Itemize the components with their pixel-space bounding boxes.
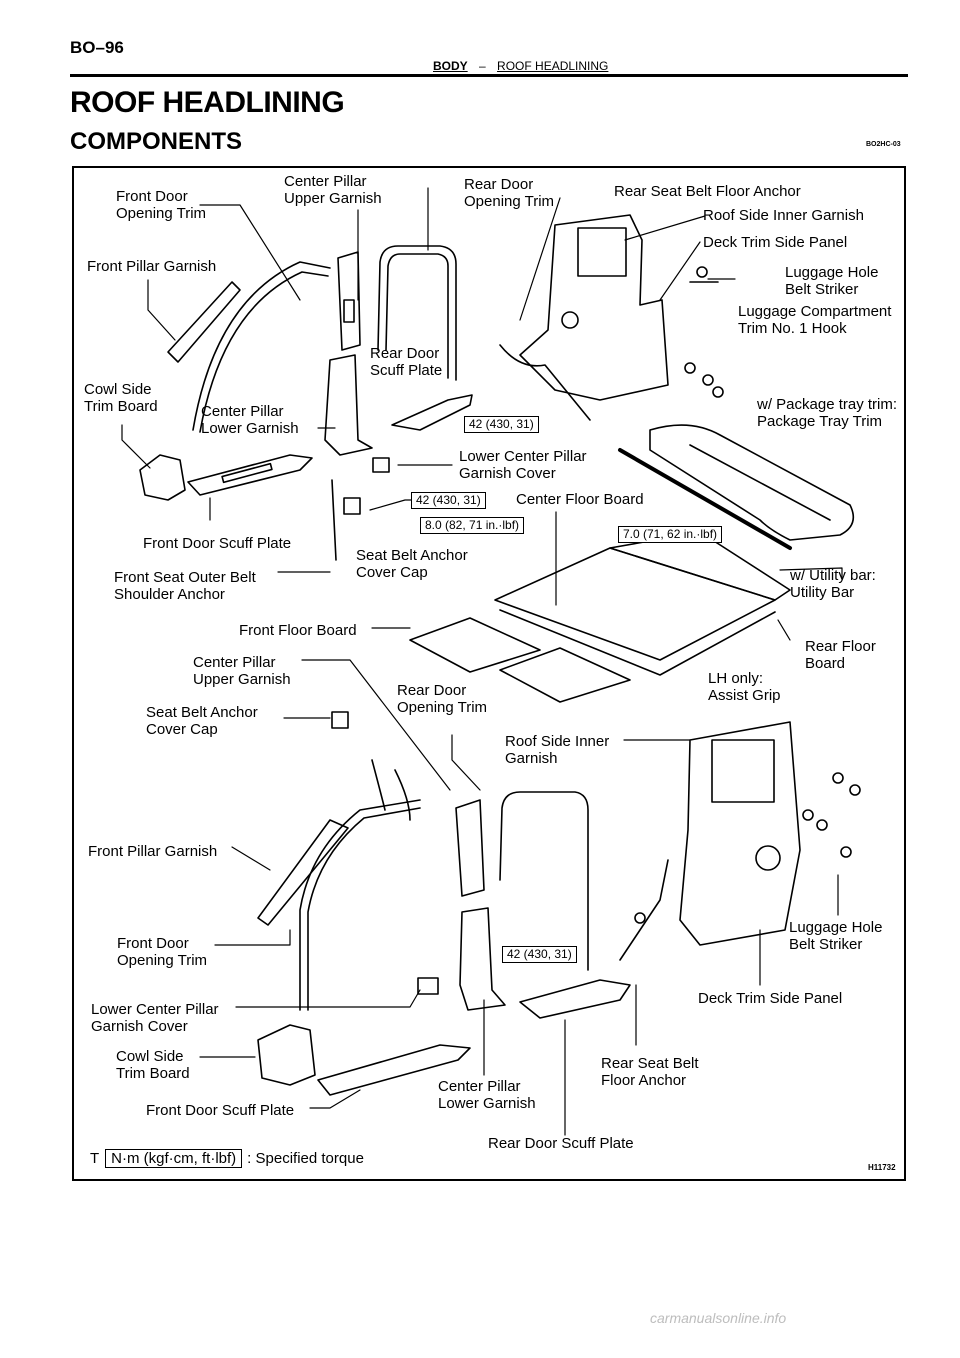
label-front-pillar-garnish-bottom: Front Pillar Garnish: [88, 843, 218, 860]
front-door-opening-trim-shape-top: [192, 261, 331, 431]
deck-trim-side-panel-shape-top: [519, 214, 669, 401]
label-front-pillar-garnish-top: Front Pillar Garnish: [87, 258, 217, 275]
front-pillar-garnish-shape-top: [167, 281, 241, 363]
package-tray-trim-shape: [649, 424, 855, 541]
watermark: carmanualsonline.info: [650, 1310, 787, 1326]
front-floor-board-shape: [409, 617, 541, 673]
rear-seat-belt-shape-top: [499, 344, 591, 421]
rear-door-opening-trim-shape-bottom: [499, 791, 589, 971]
label-assist-grip: LH only:Assist Grip: [708, 670, 781, 704]
label-package-tray-trim: w/ Package tray trim:Package Tray Trim: [757, 396, 898, 430]
front-pillar-garnish-shape-bottom: [257, 819, 349, 926]
label-front-floor-board: Front Floor Board: [239, 622, 357, 639]
torque-spec-3: 8.0 (82, 71 in.·lbf): [420, 517, 525, 534]
center-floor-board-shape: [494, 547, 776, 661]
rear-door-scuff-plate-shape-top: [391, 394, 473, 431]
cowl-side-trim-board-shape-top: [139, 454, 186, 501]
rear-door-scuff-plate-shape-bottom: [519, 979, 631, 1019]
figure-code: H11732: [868, 1163, 896, 1172]
torque-legend: T N·m (kgf·cm, ft·lbf): Specified torque: [90, 1149, 364, 1168]
seat-belt-anchor-cover-cap-shape-bottom: [331, 711, 349, 729]
label-deck-trim-side-panel-top: Deck Trim Side Panel: [703, 234, 848, 251]
torque-spec-1: 42 (430, 31): [464, 416, 539, 433]
running-header-section: BODY: [433, 59, 468, 73]
page-title: ROOF HEADLINING: [70, 86, 345, 119]
center-pillar-lower-garnish-shape-bottom: [459, 907, 506, 1011]
front-seat-belt-shape: [331, 479, 337, 561]
center-pillar-upper-garnish-shape-bottom: [455, 799, 485, 897]
label-front-door-scuff-plate-bottom: Front Door Scuff Plate: [146, 1102, 295, 1119]
rear-door-opening-trim-shape-top: [377, 245, 457, 381]
label-deck-trim-side-panel-bottom: Deck Trim Side Panel: [698, 990, 843, 1007]
label-rear-seat-belt-floor-anchor-top: Rear Seat Belt Floor Anchor: [614, 183, 801, 200]
label-roof-side-inner-garnish-top: Roof Side Inner Garnish: [703, 207, 864, 224]
front-door-scuff-plate-shape-top: [187, 454, 313, 496]
lower-center-pillar-garnish-cover-shape-top: [372, 457, 390, 473]
torque-legend-text: : Specified torque: [247, 1150, 364, 1167]
running-header: BODY – ROOF HEADLINING: [433, 59, 608, 73]
torque-spec-4: 7.0 (71, 62 in.·lbf): [618, 526, 723, 543]
label-center-floor-board: Center Floor Board: [516, 491, 644, 508]
running-header-subsection: ROOF HEADLINING: [497, 59, 609, 73]
center-pillar-upper-garnish-shape-top: [337, 251, 361, 351]
seat-belt-anchor-shape-bottom: [371, 759, 411, 821]
center-pillar-lower-garnish-shape-top: [324, 354, 373, 456]
front-door-scuff-plate-shape-bottom: [317, 1044, 471, 1096]
running-header-separator: –: [479, 59, 486, 73]
rear-seat-belt-floor-anchor-shape: [619, 859, 669, 961]
torque-unit: N·m (kgf·cm, ft·lbf): [105, 1149, 243, 1168]
front-door-opening-trim-shape-bottom: [299, 799, 421, 1011]
page-subtitle: COMPONENTS: [70, 128, 243, 155]
utility-bar-shape: [618, 448, 792, 550]
seat-belt-anchor-cover-cap-shape-top: [343, 497, 361, 515]
torque-spec-5: 42 (430, 31): [502, 946, 577, 963]
torque-spec-2: 42 (430, 31): [411, 492, 486, 509]
label-rear-door-scuff-plate-bottom: Rear Door Scuff Plate: [488, 1135, 634, 1152]
deck-trim-side-panel-shape-bottom: [679, 721, 801, 946]
cowl-side-trim-board-shape-bottom: [257, 1024, 316, 1086]
torque-marker: T: [90, 1150, 100, 1167]
document-code: BO2HC-03: [866, 141, 901, 148]
header-rule: [70, 74, 908, 77]
diagram-frame: [72, 166, 906, 1181]
label-utility-bar: w/ Utility bar:Utility Bar: [790, 567, 876, 601]
page-number: BO–96: [70, 38, 124, 57]
label-front-door-scuff-plate-top: Front Door Scuff Plate: [143, 535, 292, 552]
lower-center-pillar-garnish-cover-shape-bottom: [417, 977, 439, 995]
leader-lines: [121, 187, 843, 1136]
